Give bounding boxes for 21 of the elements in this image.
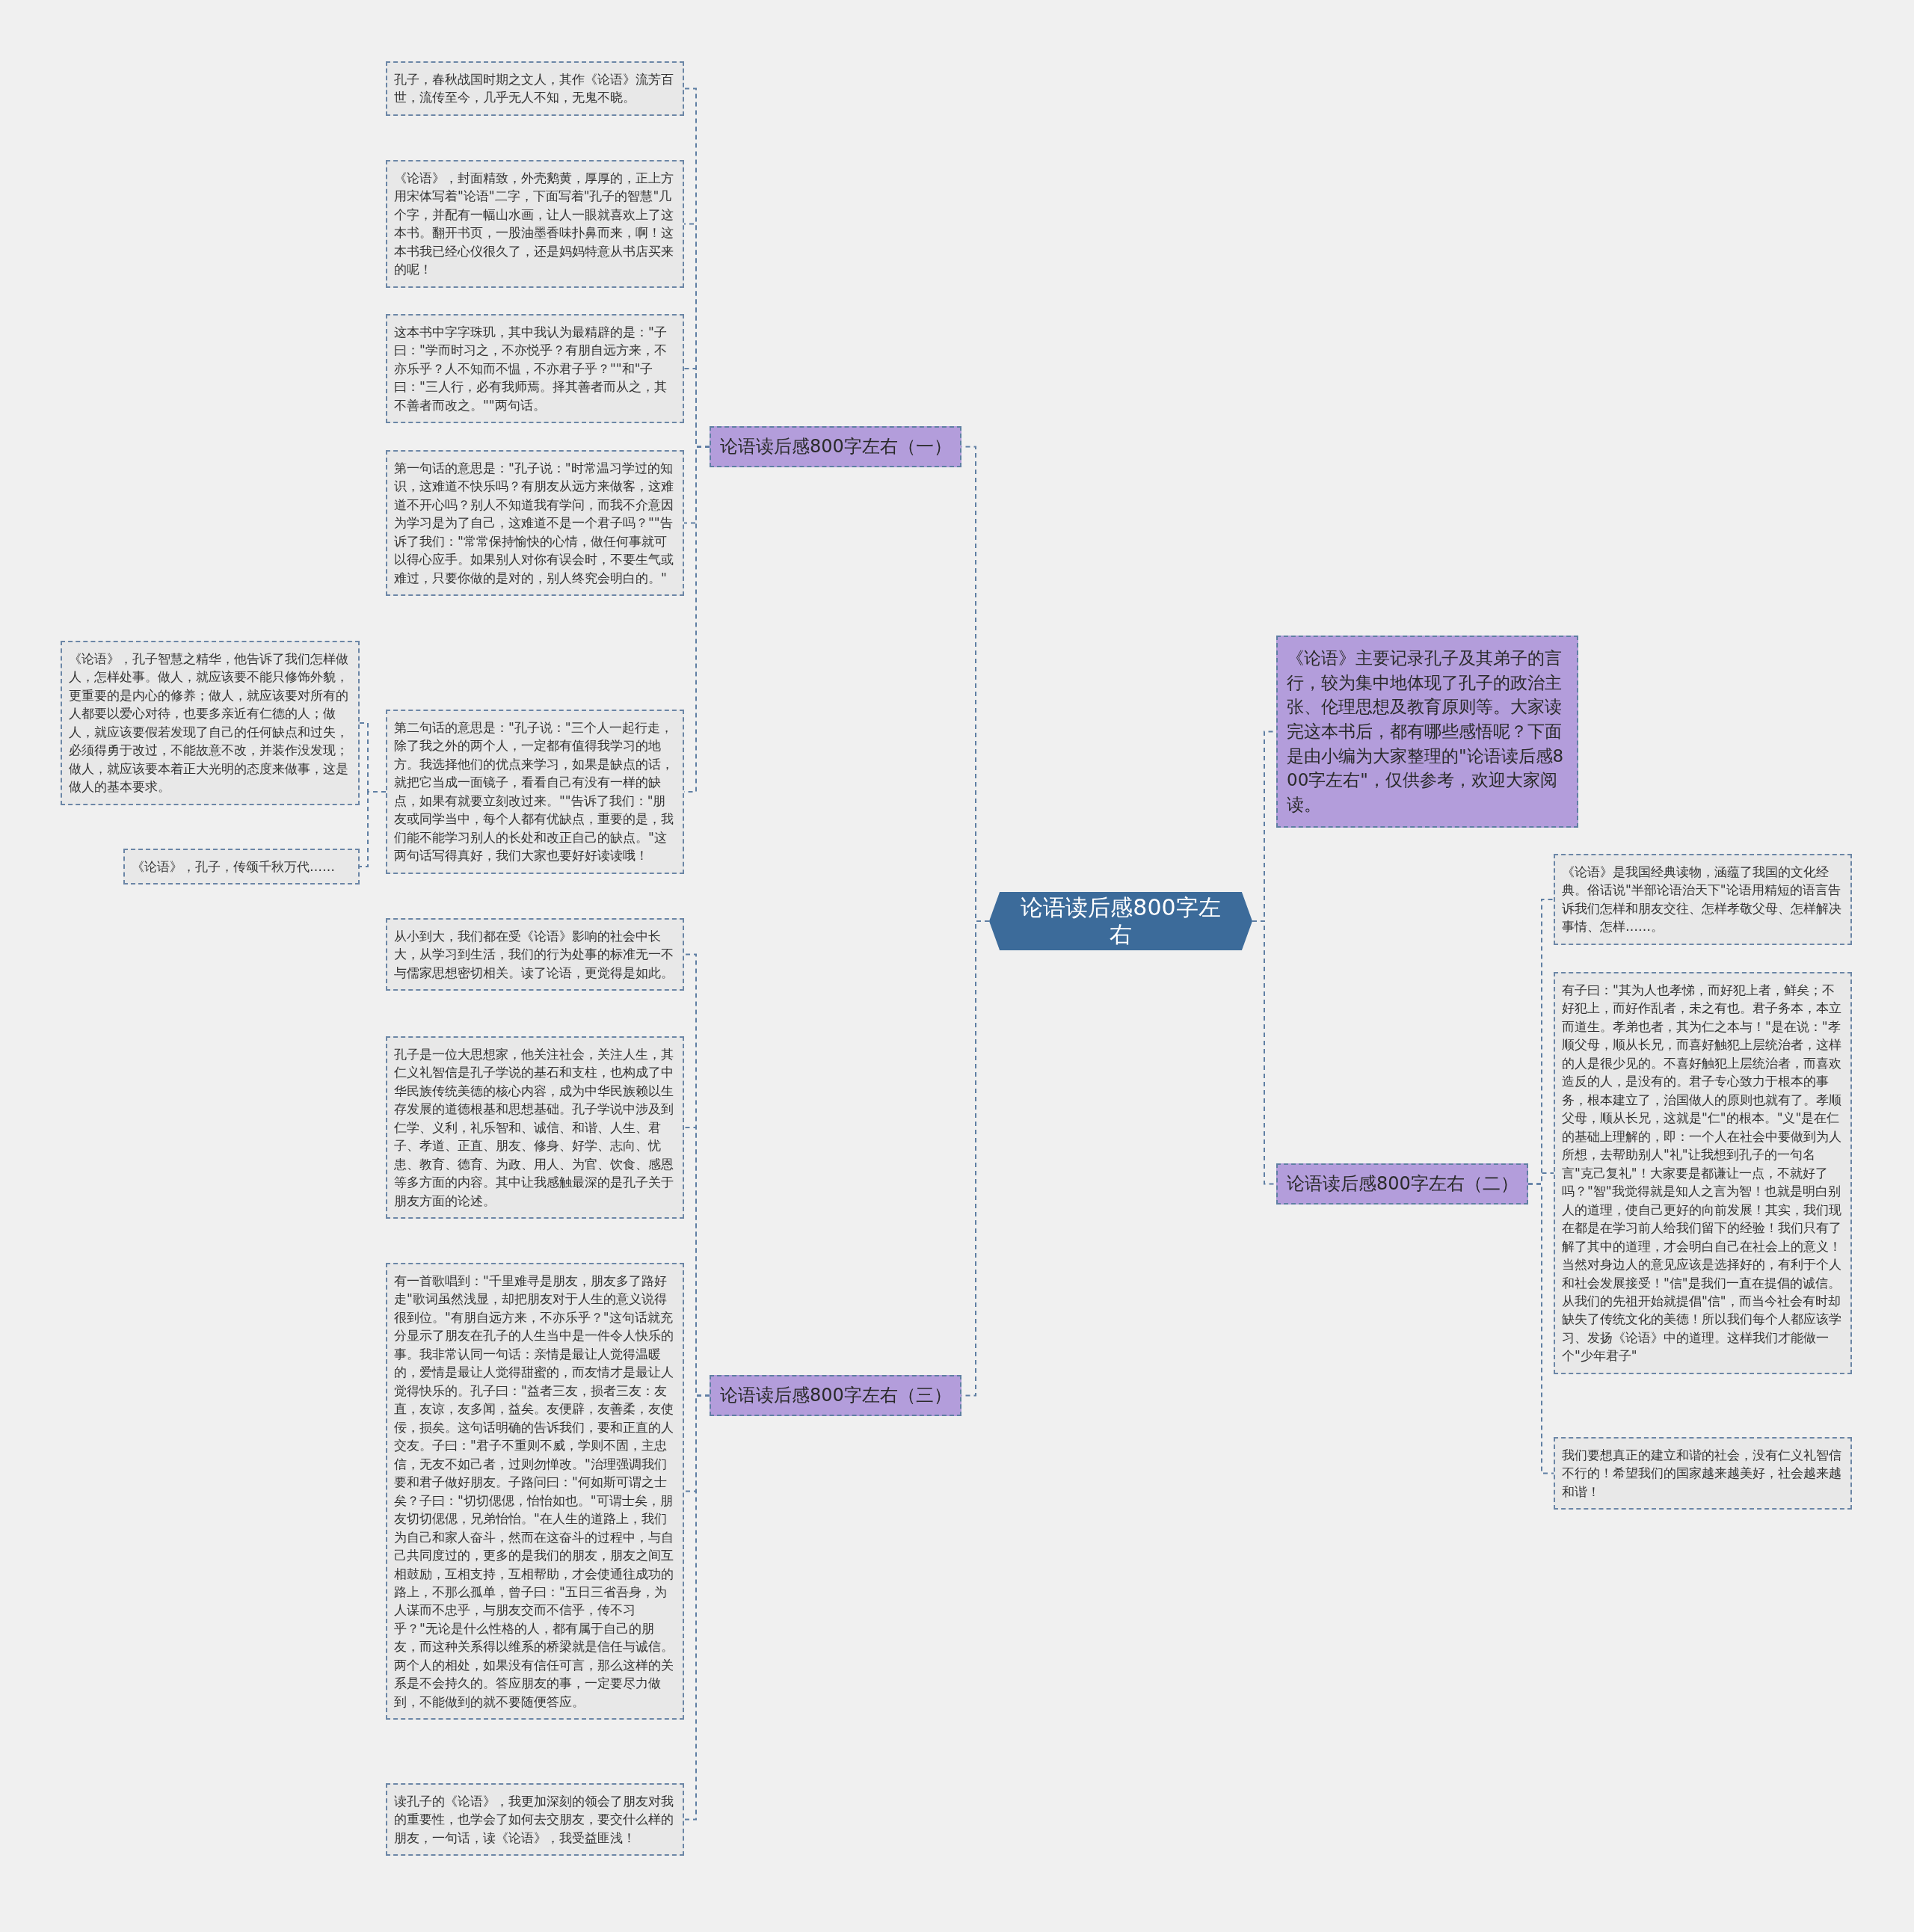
note-card: 我们要想真正的建立和谐的社会，没有仁义礼智信不行的！希望我们的国家越来越美好，社会越来越和谐！: [1554, 1437, 1852, 1510]
note-card: 从小到大，我们都在受《论语》影响的社会中长大，从学习到生活，我们的行为处事的标准无一不与儒家思想密切相关。读了论语，更觉得是如此。: [386, 918, 684, 991]
note-card: 读孔子的《论语》，我更加深刻的领会了朋友对我的重要性，也学会了如何去交朋友，要交什么样的朋友，一句话，读《论语》，我受益匪浅！: [386, 1783, 684, 1856]
intro-card: 《论语》主要记录孔子及其弟子的言行，较为集中地体现了孔子的政治主张、伦理思想及教育原则等。大家读完这本书后，都有哪些感悟呢？下面是由小编为大家整理的"论语读后感800字左右"，仅供参考，欢迎大家阅读。: [1276, 636, 1578, 828]
branch-topic: 论语读后感800字左右（三）: [710, 1375, 961, 1417]
note-card: 有一首歌唱到："千里难寻是朋友，朋友多了路好走"歌词虽然浅显，却把朋友对于人生的意义说得很到位。"有朋自远方来，不亦乐乎？"这句话就充分显示了朋友在孔子的人生当中是一件令人快乐的事。我非常认同一句话：亲情是最让人觉得温暖的，爱情是最让人觉得甜蜜的，而友情才是最让人觉得快乐的。孔子曰："益者三友，损者三友：友直，友谅，友多闻，益矣。友便辟，友善柔，友使佞，损矣。这句话明确的告诉我们，要和正直的人交友。子曰："君子不重则不威，学则不固，主忠信，无友不如己者，过则勿惮改。"治理强调我们要和君子做好朋友。子路问曰："何如斯可谓之士矣？子曰："切切偲偲，怡怡如也。"可谓士矣，朋友切切偲偲，兄弟怡怡。"在人生的道路上，我们为自己和家人奋斗，然而在这奋斗的过程中，与自己共同度过的，更多的是我们的朋友，朋友之间互相鼓励，互相支持，互相帮助，才会使通往成功的路上，不那么孤单，曾子曰："五日三省吾身，为人谋而不忠乎，与朋友交而不信乎，传不习乎？"无论是什么性格的人，都有属于自己的朋友，而这种关系得以维系的桥梁就是信任与诚信。两个人的相处，如果没有信任可言，那么这样的关系是不会持久的。答应朋友的事，一定要尽力做到，不能做到的就不要随便答应。: [386, 1263, 684, 1720]
connector-line: [1527, 1183, 1554, 1474]
connector-line: [683, 1394, 710, 1821]
note-card: 孔子，春秋战国时期之文人，其作《论语》流芳百世，流传至今，几乎无人不知，无鬼不晓。: [386, 61, 684, 116]
note-card: 《论语》，封面精致，外壳鹅黄，厚厚的，正上方用宋体写着"论语"二字，下面写着"孔子的智慧"几个字，并配有一幅山水画，让人一眼就喜欢上了这本书。翻开书页，一股油墨香味扑鼻而来，啊！这本书我已经心仪很久了，还是妈妈特意从书店买来的呢！: [386, 160, 684, 288]
note-card: 《论语》是我国经典读物，涵蕴了我国的文化经典。俗话说"半部论语治天下"论语用精短的语言告诉我们怎样和朋友交往、怎样孝敬父母、怎样解决事情、怎样……。: [1554, 854, 1852, 945]
note-card: 有子曰："其为人也孝悌，而好犯上者，鲜矣；不好犯上，而好作乱者，未之有也。君子务本，本立而道生。孝弟也者，其为仁之本与！"是在说："孝顺父母，顺从长兄，而喜好触犯上层统治者，这样的人是很少见的。不喜好触犯上层统治者，而喜欢造反的人，是没有的。君子专心致力于根本的事务，根本建立了，治国做人的原则也就有了。孝顺父母，顺从长兄，这就是"仁"的根本。"义"是在仁的基础上理解的，即：一个人在社会中要做到为人所想，去帮助别人"礼"让我想到孔子的一句名言"克己复礼"！大家要是都谦让一点，不就好了吗？"智"我觉得就是知人之言为智！也就是明白别人的道理，使自己更好的向前发展！其实，我们现在都是在学习前人给我们留下的经验！我们只有了解了其中的道理，才会明白自己在社会上的意义！当然对身边人的意见应该是选择好的，有利于个人和社会发展接受！"信"是我们一直在提倡的诚信。从我们的先祖开始就提倡"信"，而当今社会有时却缺失了传统文化的美德！所以我们每个人都应该学习、发扬《论语》中的道理。这样我们才能做一个"少年君子": [1554, 972, 1852, 1374]
branch-topic: 论语读后感800字左右（一）: [710, 426, 961, 468]
note-card: 孔子是一位大思想家，他关注社会，关注人生，其仁义礼智信是孔子学说的基石和支柱，也构成了中华民族传统美德的核心内容，成为中华民族赖以生存发展的道德根基和思想基础。孔子学说中涉及到仁学、义利，礼乐智和、诚信、和谐、人生、君子、孝道、正直、朋友、修身、好学、志向、忧患、教育、德育、为政、用人、为官、饮食、感恩等多方面的内容。其中让我感触最深的是孔子关于朋友方面的论述。: [386, 1036, 684, 1219]
branch-topic: 论语读后感800字左右（二）: [1276, 1163, 1528, 1205]
note-card: 《论语》，孔子智慧之精华，他告诉了我们怎样做人，怎样处事。做人，就应该要不能只修饰外貌，更重要的是内心的修养；做人，就应该要对所有的人都要以爱心对待，也要多亲近有仁德的人；做人，就应该要假若发现了自己的任何缺点和过失，必须得勇于改过，不能故意不改，并装作没发现；做人，就应该要本着正大光明的态度来做事，这是做人的基本要求。: [61, 641, 360, 805]
note-card: 这本书中字字珠玑，其中我认为最精辟的是："子曰："学而时习之，不亦悦乎？有朋自远方来，不亦乐乎？人不知而不愠，不亦君子乎？""和"子曰："三人行，必有我师焉。择其善者而从之，其不善者而改之。""两句话。: [386, 314, 684, 424]
note-card: 第二句话的意思是："孔子说："三个人一起行走，除了我之外的两个人，一定都有值得我学习的地方。我选择他们的优点来学习，如果是缺点的话，就把它当成一面镜子，看看自己有没有一样的缺点，如果有就要立刻改过来。""告诉了我们："朋友或同学当中，每个人都有优缺点，重要的是，我们能不能学习别人的长处和改正自己的缺点。"这两句话写得真好，我们大家也要好好读读哦！: [386, 710, 684, 874]
connector-line: [359, 791, 387, 867]
note-card: 《论语》，孔子，传颂千秋万代……: [123, 849, 360, 885]
note-card: 第一句话的意思是："孔子说："时常温习学过的知识，这难道不快乐吗？有朋友从远方来做客，这难道不开心吗？别人不知道我有学问，而我不介意因为学习是为了自己，这难道不是一个君子吗？""告诉了我们："常常保持愉快的心情，做任何事就可以得心应手。如果别人对你有误会时，不要生气或难过，只要你做的是对的，别人终究会明白的。": [386, 450, 684, 597]
